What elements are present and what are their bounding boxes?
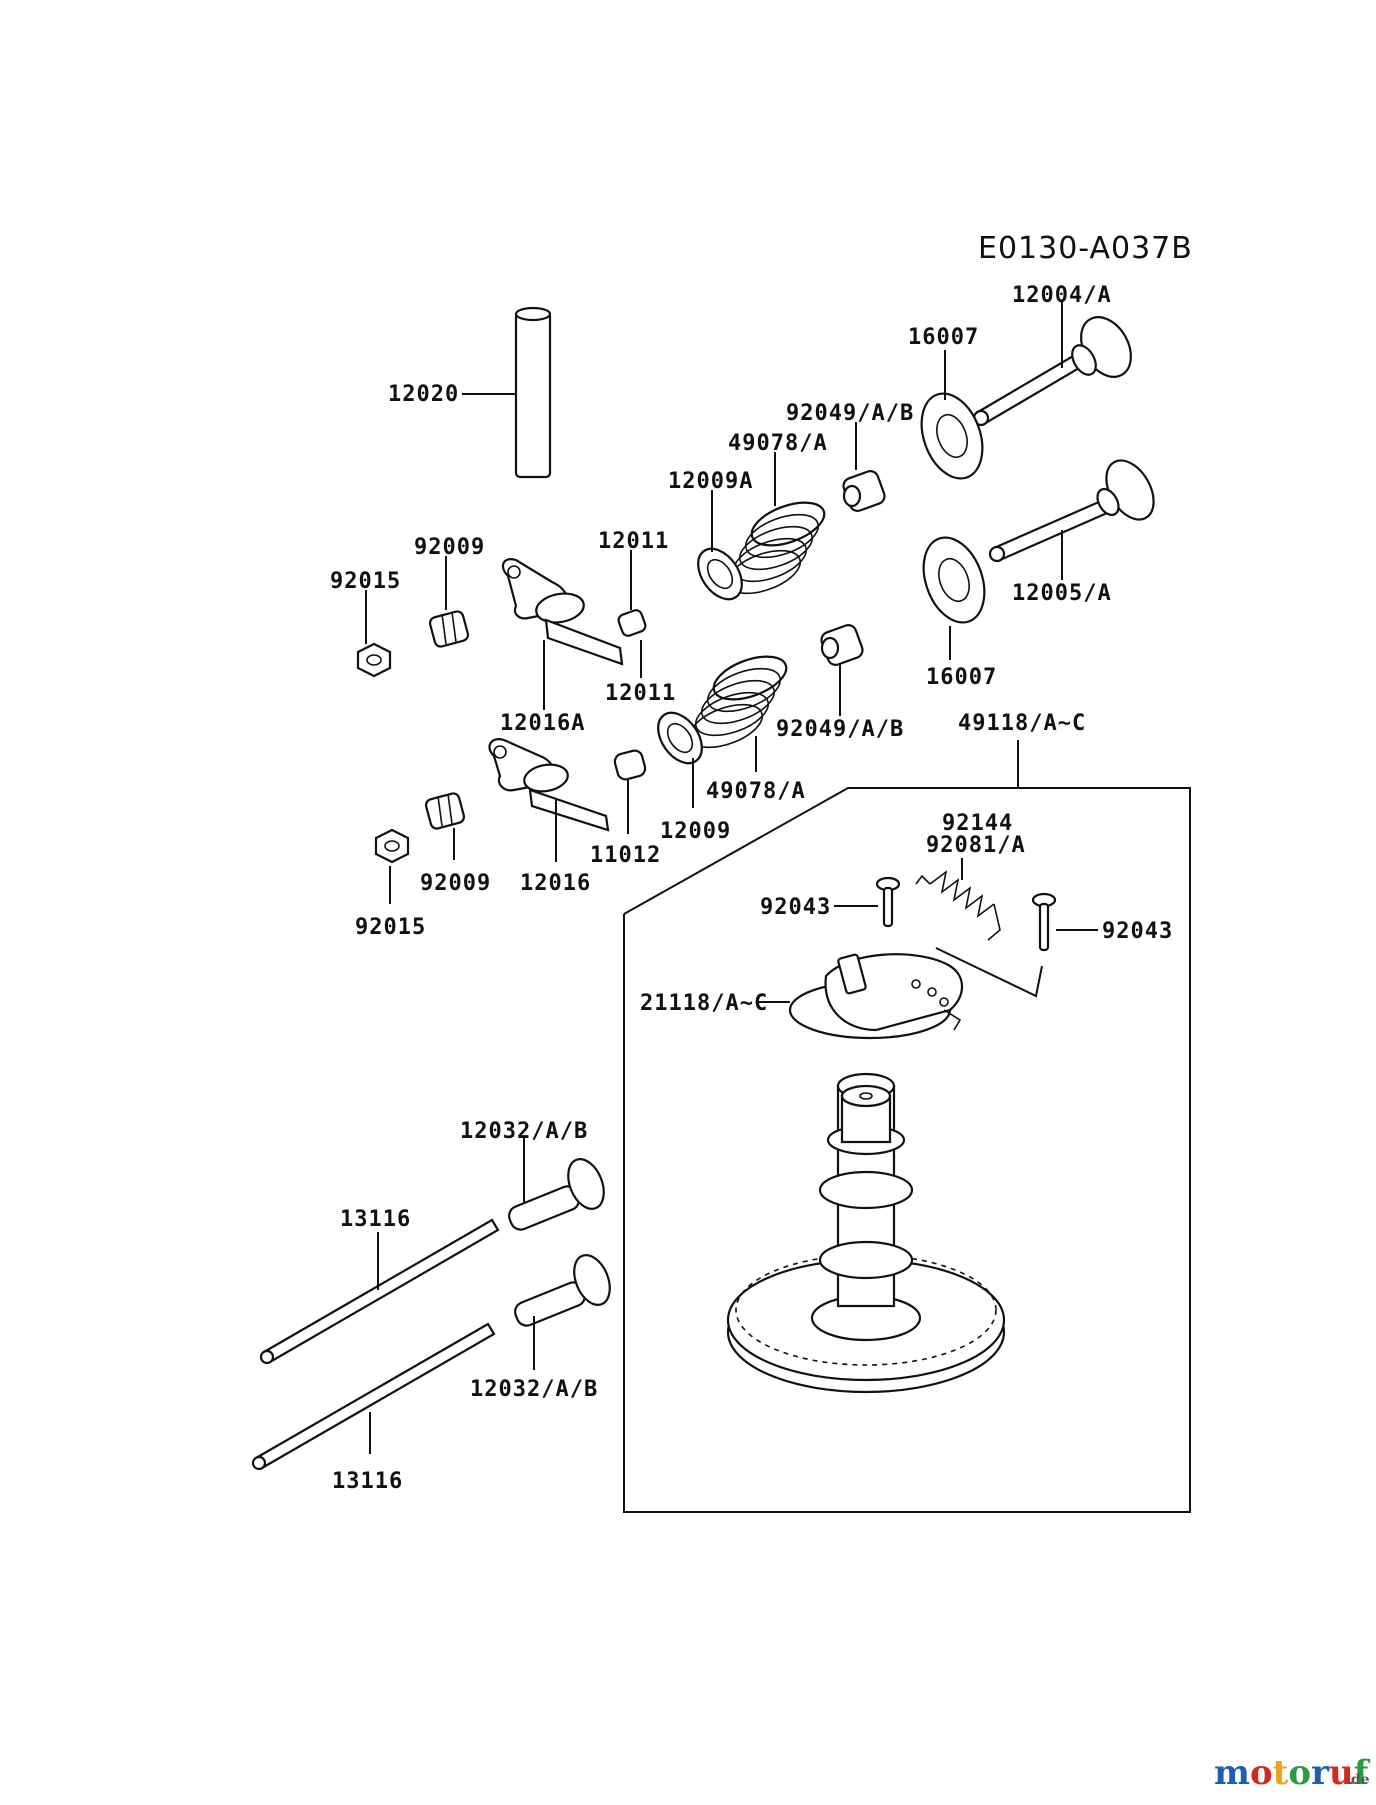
part-tappet-12032-bottom (514, 1254, 611, 1327)
label-12016a: 12016A (500, 711, 585, 736)
part-washer-16007-top (920, 392, 984, 480)
label-92043-right: 92043 (1102, 919, 1173, 944)
watermark-letter: r (1311, 1753, 1330, 1793)
label-92015-bottom: 92015 (355, 915, 426, 940)
label-92049-bottom: 92049/A/B (776, 717, 904, 742)
part-pin-92043-right (1031, 892, 1057, 952)
label-92043-left: 92043 (760, 895, 831, 920)
part-collet-92049-top (842, 470, 886, 512)
part-camshaft-gear (726, 1072, 1006, 1394)
label-12009: 12009 (660, 819, 731, 844)
part-shaft-12020 (514, 306, 552, 479)
part-12011-top (617, 609, 647, 637)
label-16007-top: 16007 (908, 325, 979, 350)
watermark-letter: o (1250, 1753, 1273, 1793)
label-12005a: 12005/A (1012, 581, 1112, 606)
part-adjuster-92009-top (428, 610, 470, 648)
label-92015-top: 92015 (330, 569, 401, 594)
label-12011-bottom: 12011 (605, 681, 676, 706)
part-spring-49078-bottom (688, 655, 788, 749)
watermark-suffix: .de (1346, 1772, 1370, 1788)
part-governor-spring (915, 870, 1001, 941)
part-adjuster-92009-bottom (424, 792, 466, 830)
label-12032-bottom: 12032/A/B (470, 1377, 598, 1402)
watermark-letter: o (1288, 1753, 1311, 1793)
label-49118: 49118/A~C (958, 711, 1086, 736)
part-retainer-12009 (657, 711, 703, 765)
label-21118: 21118/A~C (640, 991, 768, 1016)
watermark-letter: t (1273, 1753, 1289, 1793)
part-nut-92015-bottom (374, 828, 410, 864)
part-pin-92043-left (875, 876, 901, 928)
label-16007-bottom: 16007 (926, 665, 997, 690)
label-13116-top: 13116 (340, 1207, 411, 1232)
watermark-letter: m (1214, 1753, 1250, 1793)
part-retainer-12009a (697, 547, 743, 601)
label-92081a: 92081/A (926, 833, 1026, 858)
assembly-box-49118 (623, 787, 1191, 1513)
part-pushrod-13116-top (259, 1218, 500, 1365)
label-49078-bottom: 49078/A (706, 779, 806, 804)
label-92009-top: 92009 (414, 535, 485, 560)
label-92009-bottom: 92009 (420, 871, 491, 896)
part-cap-11012 (613, 749, 647, 781)
watermark-logo: motoruf .de (1214, 1753, 1371, 1793)
part-pushrod-13116-bottom (251, 1322, 496, 1471)
label-12016: 12016 (520, 871, 591, 896)
part-valve-12005 (988, 459, 1155, 563)
part-tappet-12032-top (508, 1158, 605, 1231)
part-collet-92049-bottom (820, 624, 864, 666)
label-12011-top: 12011 (598, 529, 669, 554)
label-92049-top: 92049/A/B (786, 401, 914, 426)
label-11012: 11012 (590, 843, 661, 868)
part-valve-12004 (972, 316, 1132, 427)
part-governor-21118 (788, 953, 964, 1040)
label-12009a: 12009A (668, 469, 753, 494)
label-92144: 92144 (942, 811, 1013, 836)
label-13116-bottom: 13116 (332, 1469, 403, 1494)
part-rocker-arm-12016a (501, 558, 624, 666)
watermark-letter: f (1354, 1753, 1371, 1793)
part-nut-92015-top (356, 642, 392, 678)
diagram-code: E0130-A037B (978, 231, 1193, 266)
label-49078-top: 49078/A (728, 431, 828, 456)
part-rocker-arm-12016 (488, 738, 610, 832)
watermark-letter: u (1329, 1753, 1354, 1793)
label-12032-top: 12032/A/B (460, 1119, 588, 1144)
label-12004a: 12004/A (1012, 283, 1112, 308)
label-12020: 12020 (388, 382, 459, 407)
watermark-brand: motoruf (1214, 1753, 1371, 1793)
part-washer-16007-bottom (922, 536, 986, 624)
